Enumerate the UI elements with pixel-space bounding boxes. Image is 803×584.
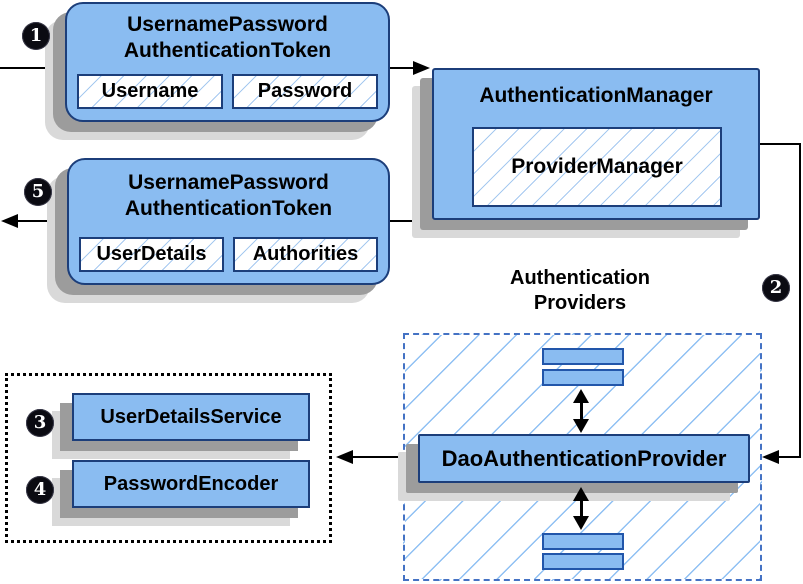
response-token-title-line1: UsernamePassword <box>128 171 329 194</box>
services-flow-line <box>350 456 418 458</box>
authorities-chip: Authorities <box>233 237 378 272</box>
arrowhead-left-icon <box>762 450 779 464</box>
double-arrow-top-icon <box>572 389 590 433</box>
providers-heading-line1: Authentication <box>510 267 650 289</box>
user-details-chip: UserDetails <box>79 237 224 272</box>
providers-heading: Authentication Providers <box>460 266 700 316</box>
authentication-manager-card: AuthenticationManager ProviderManager <box>432 68 760 220</box>
step-5-badge: 5 <box>24 178 52 206</box>
response-token-title-line2: AuthenticationToken <box>124 197 333 220</box>
step-2-badge: 2 <box>762 274 790 302</box>
provider-bar-top-1 <box>542 348 624 365</box>
step-4-badge: 4 <box>26 476 54 504</box>
step-2-line-bottom <box>776 456 801 458</box>
step-2-line-vertical <box>799 143 801 458</box>
step-1-badge: 1 <box>22 22 50 50</box>
request-token-title: UsernamePassword AuthenticationToken <box>67 12 388 64</box>
request-token-card: UsernamePassword AuthenticationToken Use… <box>65 2 390 122</box>
provider-bar-top-2 <box>542 369 624 386</box>
request-token-fields: Username Password <box>77 74 378 109</box>
dao-authentication-provider-label: DaoAuthenticationProvider <box>441 446 727 471</box>
provider-bar-bottom-1 <box>542 533 624 550</box>
arrowhead-right-icon <box>413 61 430 75</box>
response-token-fields: UserDetails Authorities <box>79 237 378 272</box>
password-encoder-card: PasswordEncoder <box>72 460 310 508</box>
response-token-card: UsernamePassword AuthenticationToken Use… <box>67 158 390 285</box>
provider-manager-chip: ProviderManager <box>472 127 722 207</box>
user-details-service-card: UserDetailsService <box>72 393 310 441</box>
double-arrow-bottom-icon <box>572 487 590 530</box>
request-token-title-line1: UsernamePassword <box>127 13 328 36</box>
password-chip: Password <box>232 74 378 109</box>
username-chip: Username <box>77 74 223 109</box>
dao-authentication-provider-card: DaoAuthenticationProvider <box>418 434 750 483</box>
authentication-manager-title: AuthenticationManager <box>479 84 713 107</box>
request-token-title-line2: AuthenticationToken <box>123 39 332 62</box>
arrowhead-left-out-icon <box>1 214 18 228</box>
arrowhead-left-services-icon <box>336 450 353 464</box>
providers-heading-line2: Providers <box>533 292 627 314</box>
provider-bar-bottom-2 <box>542 553 624 570</box>
response-token-title: UsernamePassword AuthenticationToken <box>69 170 388 222</box>
step-2-line-top <box>760 143 801 145</box>
step-3-badge: 3 <box>26 409 54 437</box>
